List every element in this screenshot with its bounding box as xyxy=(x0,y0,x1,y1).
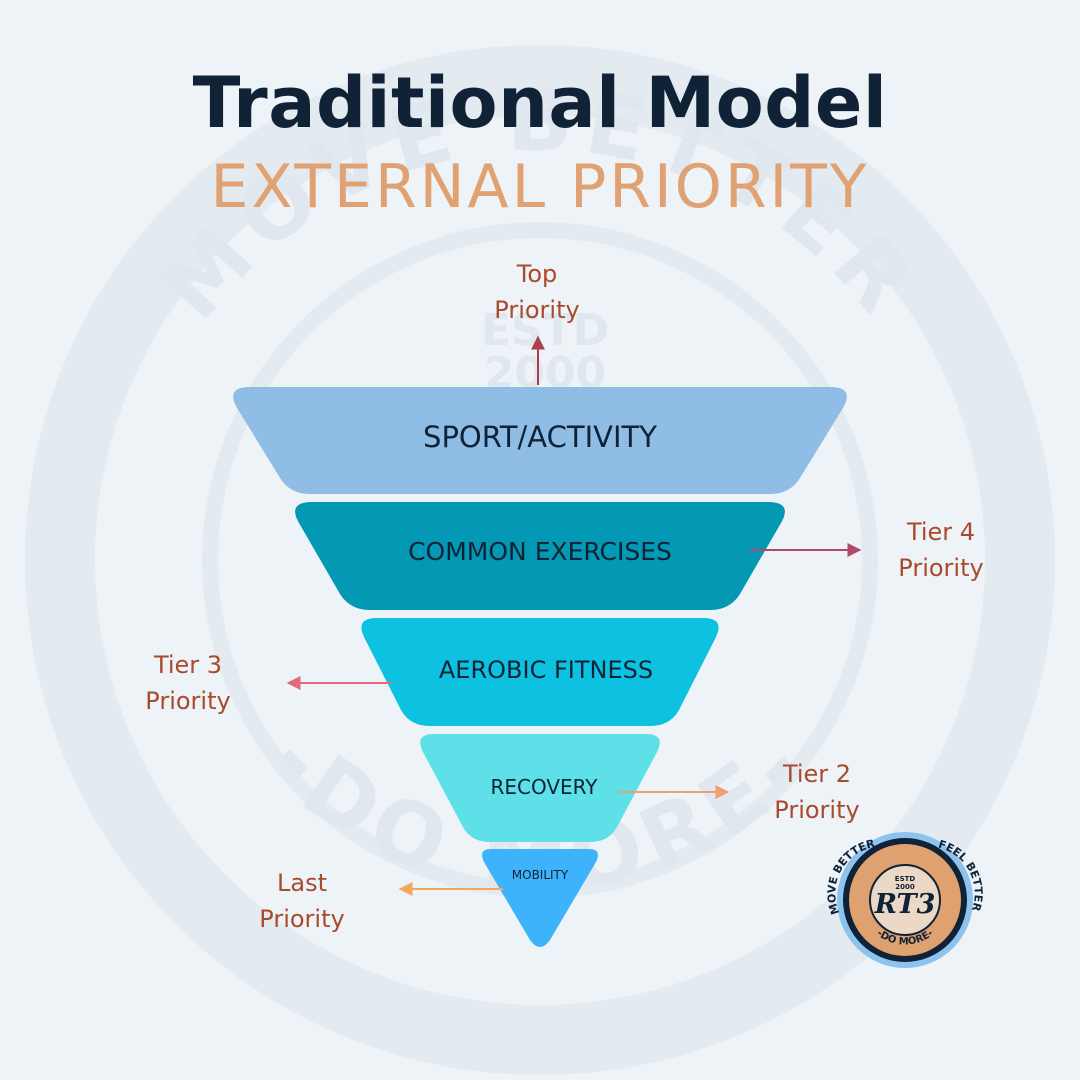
callout-tier-2-priority: Tier 2 Priority xyxy=(727,756,907,828)
tier-label-sport-activity: SPORT/ACTIVITY xyxy=(423,420,657,454)
callout-tier3-line1: Tier 3 xyxy=(153,651,223,679)
callout-last-line2: Priority xyxy=(259,905,345,933)
logo-year: 2000 xyxy=(895,883,915,891)
callout-tier4-line1: Tier 4 xyxy=(906,518,976,546)
logo-center-disc xyxy=(869,864,941,936)
tier-label-mobility: MOBILITY xyxy=(511,868,569,882)
callout-tier4-line2: Priority xyxy=(898,554,984,582)
callout-tier-3-priority: Tier 3 Priority xyxy=(98,647,278,719)
tier-label-aerobic-fitness: AEROBIC FITNESS xyxy=(438,656,654,684)
callout-last-line1: Last xyxy=(277,869,327,897)
page-title: Traditional Model xyxy=(192,62,888,144)
tier-label-recovery: RECOVERY xyxy=(490,775,598,799)
callout-top-priority: Top Priority xyxy=(447,256,627,328)
page-subtitle: EXTERNAL PRIORITY xyxy=(210,152,870,222)
funnel-tier-aerobic-fitness xyxy=(361,618,719,726)
callout-tier3-line2: Priority xyxy=(145,687,231,715)
callout-top-line1: Top xyxy=(516,260,558,288)
watermark-outer-ring xyxy=(25,45,1055,1075)
tier-label-common-exercises: COMMON EXERCISES xyxy=(408,537,672,566)
callout-tier-4-priority: Tier 4 Priority xyxy=(851,514,1031,586)
callout-tier2-line1: Tier 2 xyxy=(782,760,852,788)
callout-tier2-line2: Priority xyxy=(774,796,860,824)
funnel-tier-common-exercises xyxy=(295,502,785,610)
callout-top-line2: Priority xyxy=(494,296,580,324)
funnel-tier-recovery xyxy=(420,734,660,842)
callout-last-priority: Last Priority xyxy=(212,865,392,937)
logo-rt3-text: RT3 xyxy=(874,889,936,920)
funnel-tier-mobility xyxy=(482,849,598,947)
funnel-tier-sport-activity xyxy=(233,387,847,494)
logo-estd: ESTD xyxy=(895,875,916,883)
rt3-logo: MOVE BETTER FEEL BETTER -DO MORE- ESTD 2… xyxy=(825,832,985,968)
watermark-estd: ESTD xyxy=(481,305,609,356)
